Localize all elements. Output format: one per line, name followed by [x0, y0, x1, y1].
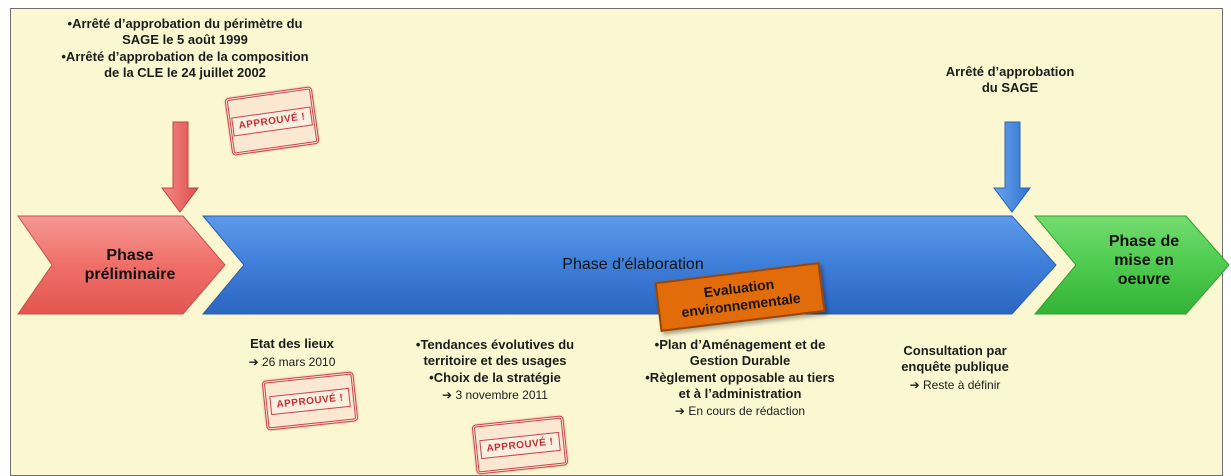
consultation-status-row: ➔ Reste à définir [880, 378, 1030, 393]
elaboration-phase-arrow [201, 215, 1057, 315]
strategy-line-2: territoire et des usages [423, 353, 567, 369]
preliminary-label-line-2: préliminaire [84, 266, 176, 284]
implementation-label-line-1: Phase de [1108, 233, 1180, 250]
preliminary-label-line-1: Phase [106, 247, 154, 264]
consultation-line-2: enquête publique [901, 359, 1009, 375]
preliminary-phase-label: Phase préliminaire [66, 246, 194, 284]
right-arrow-icon: ➔ [442, 387, 453, 402]
consultation-line-1: Consultation par [903, 343, 1007, 358]
pagd-line-4: et à l’administration [678, 385, 802, 401]
right-arrow-icon: ➔ [674, 404, 685, 418]
approved-stamp-etat-des-lieux: APPROUVÉ ! [261, 371, 359, 431]
top-right-line-2: du SAGE [981, 80, 1039, 96]
implementation-label-line-2: mise en [1114, 252, 1174, 270]
elaboration-phase-label: Phase d’élaboration [562, 256, 704, 273]
milestone-pagd-reglement: •Plan d’Aménagement et de Gestion Durabl… [620, 337, 860, 419]
preliminary-phase-arrow [17, 215, 226, 315]
etat-des-lieux-title: Etat des lieux [250, 336, 334, 351]
approved-stamp-strategy: APPROUVÉ ! [471, 415, 569, 475]
top-right-line-1: Arrêté d’approbation [945, 64, 1075, 79]
right-arrow-icon: ➔ [909, 377, 920, 392]
approved-stamp-etat-label: APPROUVÉ ! [269, 387, 351, 415]
blue-down-arrow-icon [993, 121, 1031, 213]
etat-des-lieux-date-row: ➔ 26 mars 2010 [222, 355, 362, 370]
right-arrow-icon: ➔ [248, 355, 259, 370]
milestone-strategy: •Tendances évolutives du territoire et d… [380, 337, 610, 403]
consultation-status: Reste à définir [923, 377, 1001, 392]
red-down-arrow-icon [161, 121, 199, 213]
top-left-approval-text: •Arrêté d’approbation du périmètre du SA… [30, 16, 340, 81]
top-left-line-4: de la CLE le 24 juillet 2002 [104, 64, 266, 80]
milestone-etat-des-lieux: Etat des lieux ➔ 26 mars 2010 [222, 336, 362, 370]
strategy-line-3: •Choix de la stratégie [429, 369, 561, 385]
approved-stamp-top: APPROUVÉ ! [224, 86, 320, 156]
pagd-line-3: •Règlement opposable au tiers [645, 369, 835, 385]
top-right-approval-text: Arrêté d’approbation du SAGE [912, 64, 1108, 97]
top-left-line-2: SAGE le 5 août 1999 [122, 32, 248, 48]
pagd-status-row: ➔ En cours de rédaction [620, 404, 860, 419]
implementation-phase-label: Phase de mise en oeuvre [1086, 232, 1202, 290]
strategy-date: 3 novembre 2011 [455, 387, 548, 402]
pagd-line-1: •Plan d’Aménagement et de [654, 337, 826, 352]
milestone-public-consultation: Consultation par enquête publique ➔ Rest… [880, 343, 1030, 393]
approved-stamp-strategy-label: APPROUVÉ ! [479, 431, 561, 459]
approved-stamp-top-label: APPROUVÉ ! [231, 106, 313, 136]
implementation-label-line-3: oeuvre [1117, 271, 1171, 289]
etat-des-lieux-date: 26 mars 2010 [262, 355, 336, 370]
implementation-phase-arrow [1033, 215, 1230, 315]
pagd-line-2: Gestion Durable [689, 353, 791, 369]
top-left-line-1: •Arrêté d’approbation du périmètre du [67, 16, 303, 31]
pagd-status: En cours de rédaction [688, 404, 806, 418]
strategy-line-1: •Tendances évolutives du [415, 337, 575, 352]
top-left-line-3: •Arrêté d’approbation de la composition [61, 48, 309, 64]
strategy-date-row: ➔ 3 novembre 2011 [380, 388, 610, 403]
